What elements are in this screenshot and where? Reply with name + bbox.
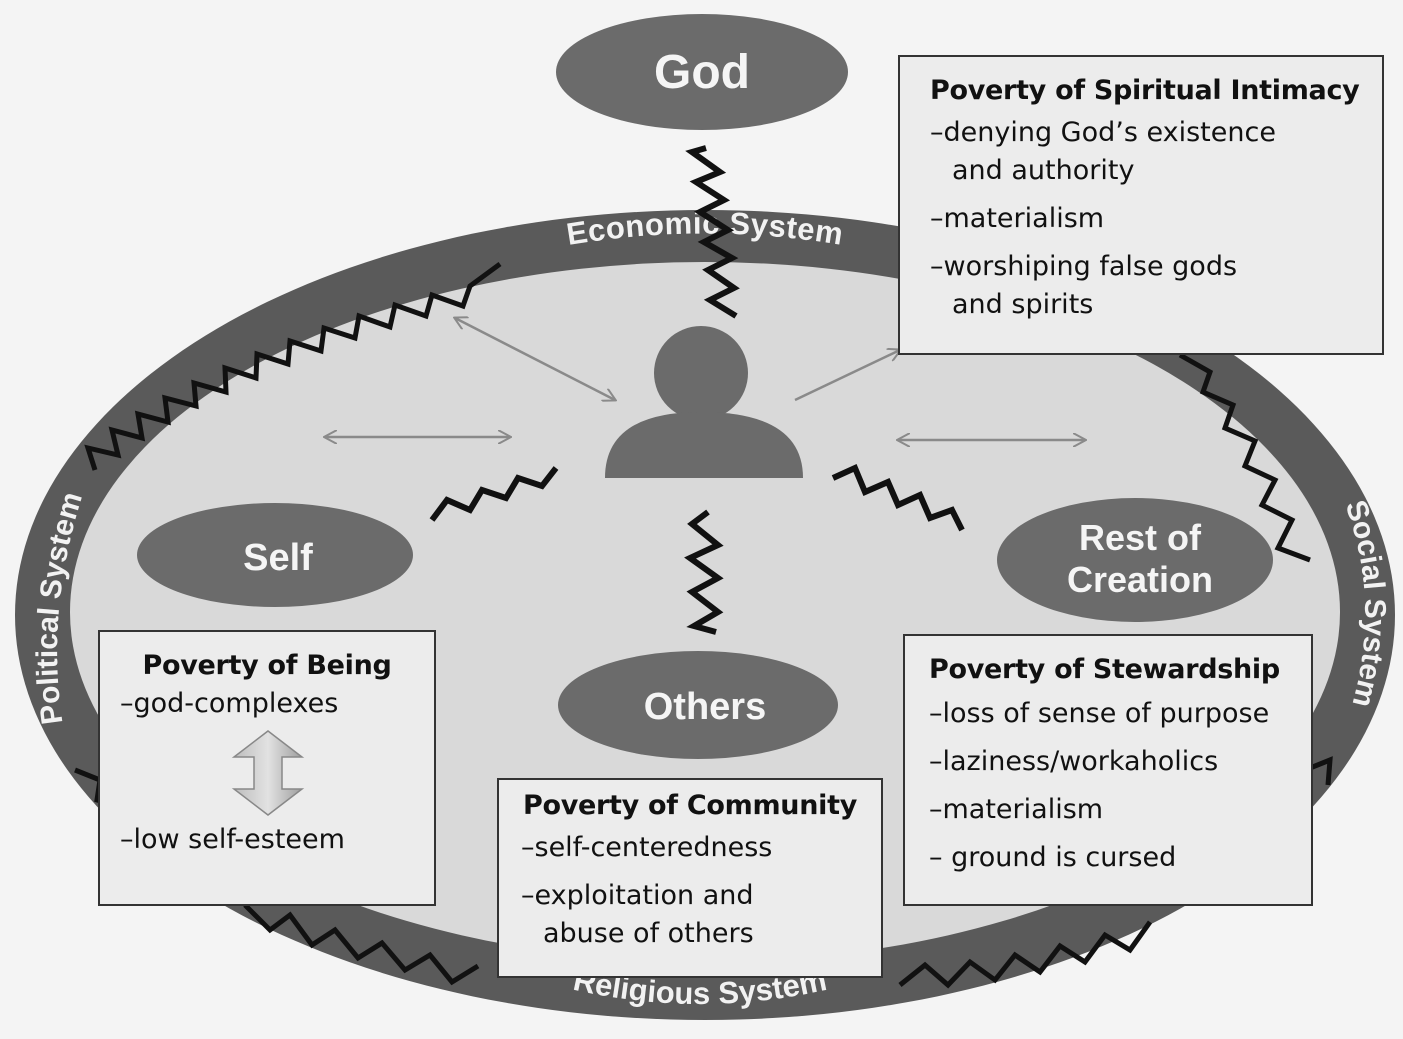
- stewardship-title: Poverty of Stewardship: [929, 654, 1280, 685]
- zigzag-creation: [831, 463, 965, 532]
- poverty-of-being-box: Poverty of Being –god-complexes –low sel…: [98, 630, 436, 906]
- poverty-of-community-box: Poverty of Community –self-centeredness …: [497, 778, 883, 978]
- creation-node: Rest of Creation: [997, 498, 1273, 622]
- spiritual-item: –denying God’s existence: [930, 117, 1276, 148]
- spiritual-intimacy-title: Poverty of Spiritual Intimacy: [930, 75, 1360, 106]
- god-label: God: [654, 46, 750, 99]
- spiritual-item: –worshiping false gods: [930, 251, 1238, 282]
- being-title: Poverty of Being: [142, 650, 392, 681]
- broken-relationship-zigzags: [429, 145, 965, 635]
- stewardship-item: –materialism: [929, 794, 1104, 825]
- stewardship-item: – ground is cursed: [929, 842, 1177, 873]
- community-item: abuse of others: [543, 918, 754, 949]
- zigzag-self: [429, 466, 559, 522]
- zigzag-god: [685, 145, 740, 319]
- being-item: –god-complexes: [120, 688, 339, 719]
- community-item: –exploitation and: [521, 880, 754, 911]
- spiritual-item: and authority: [952, 155, 1135, 186]
- god-node: God: [556, 14, 848, 130]
- poverty-of-stewardship-box: Poverty of Stewardship –loss of sense of…: [903, 634, 1313, 906]
- others-label: Others: [644, 686, 766, 728]
- stewardship-item: –laziness/workaholics: [929, 746, 1219, 777]
- community-item: –self-centeredness: [521, 832, 773, 863]
- up-down-arrow-icon: [231, 730, 305, 816]
- spiritual-item: and spirits: [952, 289, 1094, 320]
- self-node: Self: [137, 503, 413, 607]
- stewardship-item: –loss of sense of purpose: [929, 698, 1270, 729]
- person-icon: [605, 326, 803, 478]
- community-title: Poverty of Community: [522, 790, 857, 821]
- arrow-upper-left: [455, 318, 615, 400]
- spiritual-intimacy-box: Poverty of Spiritual Intimacy –denying G…: [898, 55, 1384, 355]
- self-label: Self: [243, 537, 313, 579]
- creation-label-line2: Creation: [1067, 559, 1213, 600]
- relationship-arrows: [325, 318, 1085, 440]
- others-node: Others: [558, 651, 838, 759]
- zigzag-others: [684, 509, 724, 635]
- spiritual-item: –materialism: [930, 203, 1105, 234]
- creation-label-line1: Rest of: [1079, 517, 1202, 558]
- being-item: –low self-esteem: [120, 824, 345, 855]
- arrow-upper-right: [794, 350, 900, 402]
